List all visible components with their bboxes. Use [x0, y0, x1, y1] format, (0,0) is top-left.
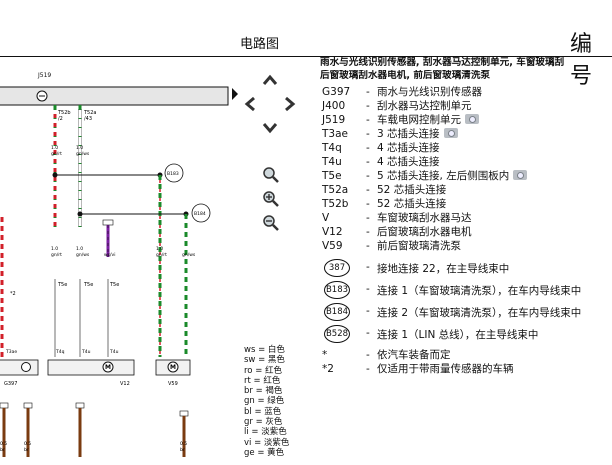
- color-code: vi = 淡紫色: [244, 437, 290, 448]
- color-code: sw = 黑色: [244, 355, 285, 366]
- pan-down-icon[interactable]: [262, 122, 278, 134]
- zoom-fit-icon[interactable]: [262, 166, 280, 184]
- svg-text:T5e: T5e: [83, 282, 93, 288]
- svg-text:0.5: 0.5: [24, 441, 31, 447]
- svg-text:gn/ws: gn/ws: [182, 252, 196, 258]
- legend-title-line2: 后窗玻璃刮水器电机, 前后窗玻璃清洗泵: [320, 70, 491, 81]
- svg-text:gn/rt: gn/rt: [156, 252, 167, 258]
- legend-title-line1: 雨水与光线识别传感器, 刮水器马达控制单元, 车窗玻璃刮: [320, 57, 565, 68]
- svg-text:br: br: [24, 447, 29, 453]
- svg-text:br: br: [180, 447, 185, 453]
- camera-icon[interactable]: [513, 170, 528, 180]
- color-code: rt = 红色: [244, 375, 281, 386]
- svg-text:gn/rt: gn/rt: [51, 252, 62, 258]
- connection-badge: B184: [324, 303, 350, 321]
- pan-right-icon[interactable]: [284, 96, 296, 112]
- svg-text:M: M: [170, 364, 176, 371]
- svg-text:gn/ws: gn/ws: [76, 252, 90, 258]
- svg-text:1.0: 1.0: [51, 145, 58, 151]
- pan-left-icon[interactable]: [244, 96, 256, 112]
- svg-text:0.5: 0.5: [0, 441, 7, 447]
- j519-control-unit: [0, 86, 229, 106]
- connection-badge: B528: [324, 325, 350, 343]
- component-g397: [0, 359, 39, 376]
- color-code: ge = 黄色: [244, 447, 285, 458]
- label-t4q: T4q: [55, 349, 65, 355]
- svg-text:0.5: 0.5: [180, 441, 187, 447]
- legend-panel: 雨水与光线识别传感器, 刮水器马达控制单元, 车窗玻璃刮 后窗玻璃刮水器电机, …: [320, 56, 612, 462]
- wiring-diagram[interactable]: J519 T52b T52a /2 /43 *2 B183 B184 1.0 g…: [0, 57, 234, 465]
- zoom-in-icon[interactable]: [262, 190, 280, 208]
- prev-page-icon[interactable]: [230, 86, 240, 102]
- connection-badge: B183: [324, 281, 350, 299]
- svg-text:B184: B184: [194, 211, 206, 217]
- svg-text:1.0: 1.0: [76, 246, 83, 252]
- svg-text:1.0: 1.0: [156, 246, 163, 252]
- navigation-controls: [232, 70, 306, 250]
- svg-text:br: br: [0, 447, 5, 453]
- zoom-out-icon[interactable]: [262, 214, 280, 232]
- component-v12: [47, 359, 135, 376]
- label-star2: *2: [10, 291, 16, 297]
- label-t3ae: T3ae: [5, 349, 17, 355]
- svg-text:1.0: 1.0: [51, 246, 58, 252]
- label-t5e: T5e: [57, 282, 67, 288]
- color-code: bl = 蓝色: [244, 406, 282, 417]
- connection-badge: 387: [324, 259, 350, 277]
- camera-icon[interactable]: [465, 114, 479, 124]
- svg-text:1.0: 1.0: [76, 145, 83, 151]
- svg-text:ws/vi: ws/vi: [104, 252, 115, 258]
- svg-text:gn/rt: gn/rt: [51, 151, 62, 157]
- label-v12: V12: [120, 381, 130, 387]
- svg-text:T5e: T5e: [109, 282, 119, 288]
- color-code-list: ws = 白色 sw = 黑色 ro = 红色 rt = 红色 br = 褐色 …: [244, 345, 289, 458]
- label-t52b: T52b: [57, 110, 71, 116]
- label-t4u: T4u: [81, 349, 91, 355]
- connector-b184: [191, 203, 211, 223]
- color-code: gn = 绿色: [244, 396, 285, 407]
- color-code: ro = 红色: [244, 365, 283, 376]
- svg-text:B183: B183: [167, 171, 179, 177]
- page-title: 电路图: [240, 37, 280, 52]
- label-g397: G397: [4, 381, 17, 387]
- pan-up-icon[interactable]: [262, 74, 278, 86]
- connector-b183: [164, 163, 184, 183]
- svg-text:gn/ws: gn/ws: [76, 151, 90, 157]
- camera-icon[interactable]: [443, 128, 458, 138]
- color-code: br = 褐色: [244, 386, 283, 397]
- color-code: gr = 灰色: [244, 417, 283, 428]
- label-n43: /43: [84, 116, 92, 122]
- label-v59: V59: [168, 381, 178, 387]
- color-code: li = 淡紫色: [244, 427, 287, 438]
- svg-text:M: M: [105, 364, 111, 371]
- color-code: ws = 白色: [244, 345, 285, 355]
- svg-text:T4u: T4u: [109, 349, 119, 355]
- code-label: 编号: [570, 32, 593, 89]
- label-n12: /2: [58, 116, 63, 122]
- label-t52a: T52a: [83, 110, 96, 116]
- page-header: 电路图 编号: [0, 0, 612, 89]
- label-j519: J519: [37, 72, 51, 79]
